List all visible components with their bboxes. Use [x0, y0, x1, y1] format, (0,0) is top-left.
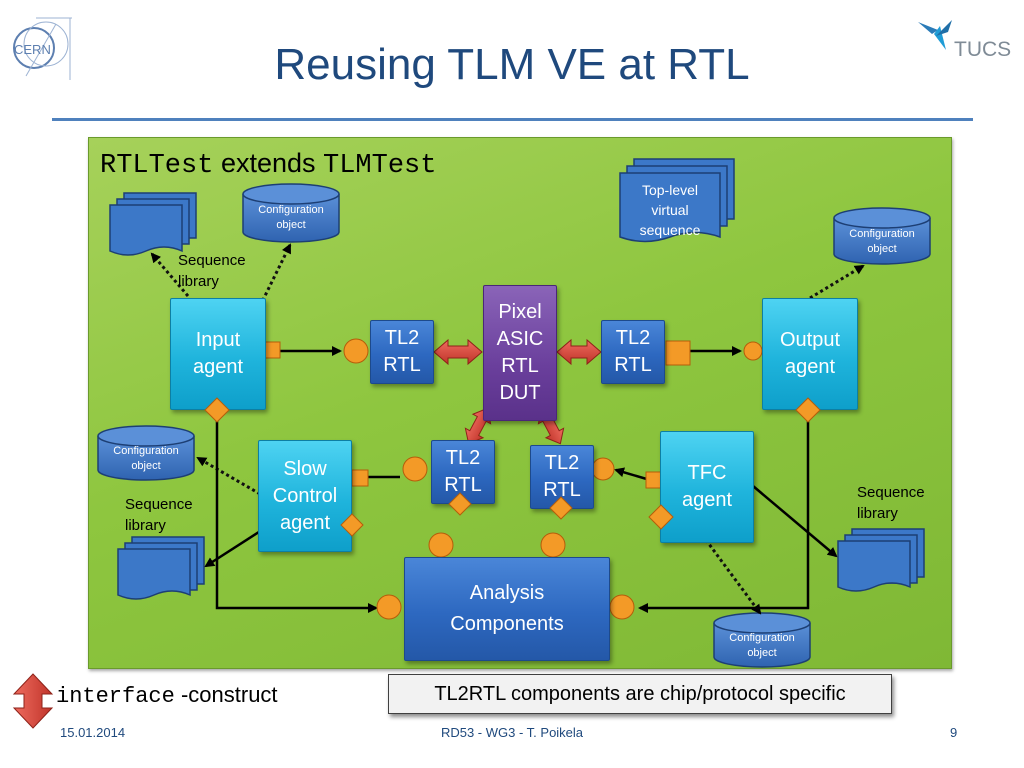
note-box: TL2RTL components are chip/protocol spec… — [388, 674, 892, 714]
flow-lines — [204, 346, 838, 613]
pixel-asic-dut: Pixel ASIC RTL DUT — [483, 285, 557, 421]
pixel-asic-dut-label: Pixel ASIC RTL DUT — [496, 301, 544, 404]
database-icon — [242, 183, 340, 243]
panel-title-rtltest: RTLTest — [100, 151, 214, 181]
input-agent-label: Input agent — [192, 329, 244, 378]
tucs-logo: TUCS — [912, 12, 1022, 62]
tfc-agent: TFC agent — [660, 431, 754, 543]
tl2rtl-tfc: TL2 RTL — [530, 445, 594, 509]
port-diamond-icon — [204, 397, 821, 537]
slow-control-agent-label: Slow Control agent — [272, 457, 338, 534]
port-circle-icon — [343, 338, 763, 620]
panel-title-tlmtest: TLMTest — [323, 151, 437, 181]
sequence-library-label: Sequence library — [857, 484, 925, 522]
sequence-library-label: Sequence library — [178, 252, 246, 290]
legend-construct: -construct — [180, 682, 278, 707]
tl2rtl-output: TL2 RTL — [601, 320, 665, 384]
tfc-agent-label: TFC agent — [681, 462, 733, 511]
top-level-sequence-label: Top-level virtual sequence — [639, 182, 701, 238]
config-object-label: Configuration object — [258, 204, 324, 231]
input-agent: Input agent — [170, 298, 266, 410]
legend-double-arrow-icon — [12, 673, 54, 729]
page-number: 9 — [950, 725, 958, 740]
cern-logo-text: CERN — [14, 42, 51, 57]
tl2rtl-label: TL2 RTL — [444, 447, 482, 496]
tl2rtl-label: TL2 RTL — [543, 452, 581, 501]
port-square-icon — [263, 340, 691, 489]
legend-interface: interface — [56, 684, 175, 709]
output-agent: Output agent — [762, 298, 858, 410]
document-stack-icon — [837, 528, 925, 592]
tl2rtl-slow-control: TL2 RTL — [431, 440, 495, 504]
database-icon — [97, 425, 195, 481]
footer-date: 15.01.2014 — [60, 725, 126, 740]
sequence-library-label: Sequence library — [125, 496, 193, 534]
panel-title: RTLTest extends TLMTest — [100, 148, 436, 181]
page-title: Reusing TLM VE at RTL — [274, 40, 750, 89]
cern-logo: CERN — [6, 14, 74, 82]
database-icon — [833, 207, 931, 265]
database-icon — [713, 612, 811, 668]
slow-control-agent: Slow Control agent — [258, 440, 352, 552]
document-stack-icon — [109, 192, 197, 256]
footer-center: RD53 - WG3 - T. Poikela — [440, 725, 584, 740]
output-agent-label: Output agent — [779, 329, 841, 378]
config-object-label: Configuration object — [729, 632, 795, 659]
tl2rtl-label: TL2 RTL — [383, 327, 421, 376]
legend: interface -construct — [56, 682, 278, 709]
config-object-label: Configuration object — [113, 445, 179, 472]
tl2rtl-input: TL2 RTL — [370, 320, 434, 384]
analysis-components: Analysis Components — [404, 557, 610, 661]
tucs-logo-text: TUCS — [954, 38, 1011, 61]
analysis-components-label: Analysis Components — [450, 582, 564, 635]
title-divider — [52, 118, 973, 121]
document-stack-icon — [619, 158, 735, 243]
config-object-label: Configuration object — [849, 228, 915, 255]
document-stack-icon — [117, 536, 205, 600]
dotted-links — [150, 243, 865, 615]
panel-title-extends: extends — [220, 148, 316, 178]
tl2rtl-label: TL2 RTL — [614, 327, 652, 376]
